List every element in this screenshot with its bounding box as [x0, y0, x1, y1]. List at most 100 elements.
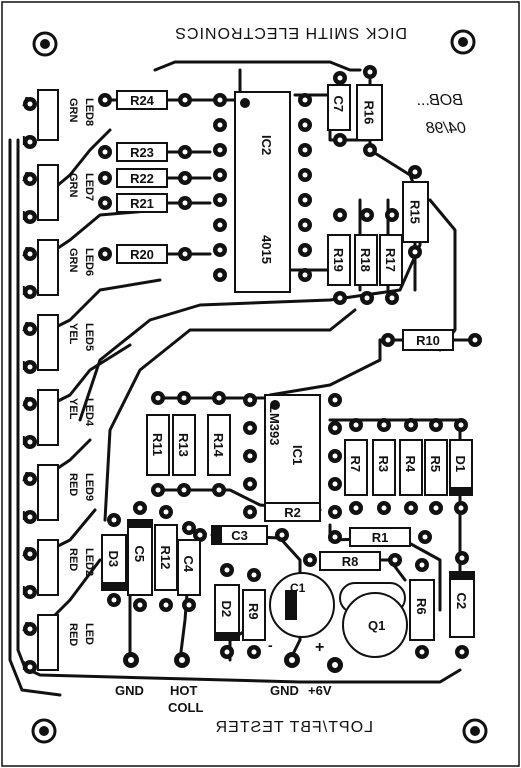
svg-text:R15: R15: [408, 200, 423, 224]
svg-text:C3: C3: [231, 528, 248, 543]
capacitor-c7: C7: [327, 84, 351, 131]
diode-d1: D1: [449, 439, 473, 496]
svg-text:D2: D2: [219, 601, 234, 618]
led-color-label: GRN: [67, 173, 79, 198]
capacitor-c5: C5: [127, 519, 153, 596]
led-footprint: [37, 614, 59, 671]
mirror-header: DICK SMITH ELECTRONICS: [174, 24, 407, 41]
svg-text:C4: C4: [181, 556, 196, 573]
diode-d3: D3: [101, 534, 127, 591]
svg-text:R4: R4: [403, 456, 418, 473]
led-name-label: LED9: [83, 473, 95, 501]
q1-transistor: Q1: [342, 592, 408, 658]
svg-text:C5: C5: [132, 546, 147, 563]
resistor-r23: R23: [116, 142, 168, 162]
resistor-r1: R1: [349, 527, 411, 547]
svg-text:R10: R10: [416, 333, 440, 348]
plus-sign: +: [315, 639, 324, 656]
svg-text:R3: R3: [376, 456, 391, 473]
resistor-r12: R12: [154, 524, 178, 591]
svg-text:R23: R23: [130, 145, 154, 160]
led-name-label: LED: [83, 623, 95, 645]
svg-text:R8: R8: [342, 554, 359, 569]
led-color-label: RED: [67, 623, 79, 646]
svg-text:R13: R13: [176, 433, 191, 457]
led-column: [37, 89, 59, 671]
ic1-lm393: LM393 IC1: [264, 394, 321, 506]
led-name-label: LED7: [83, 173, 95, 201]
svg-text:R9: R9: [246, 603, 261, 620]
led-name-label: LED8: [83, 98, 95, 126]
resistor-r17: R17: [379, 234, 403, 286]
svg-text:D3: D3: [106, 551, 121, 568]
svg-text:R2: R2: [284, 505, 301, 520]
led-name-label: LED4: [83, 398, 95, 427]
handwritten-note: BOB...: [416, 92, 463, 109]
mounting-hole: [462, 718, 488, 744]
resistor-r13: R13: [172, 414, 196, 476]
led-footprint: [37, 164, 59, 221]
resistor-r3: R3: [372, 439, 396, 496]
resistor-r5: R5: [424, 439, 448, 496]
resistor-r22: R22: [116, 168, 168, 188]
resistor-r21: R21: [116, 193, 168, 213]
led-color-label: GRN: [67, 98, 79, 123]
resistor-r18: R18: [354, 234, 378, 286]
led-name-label: LED6: [83, 248, 95, 276]
svg-text:C2: C2: [454, 593, 469, 610]
led-footprint: [37, 539, 59, 596]
capacitor-c3: C3: [211, 525, 268, 545]
gnd-label-2: GND: [270, 683, 299, 698]
svg-text:R11: R11: [150, 433, 165, 456]
resistor-r2: R2: [264, 502, 321, 522]
plus6v-label: +6V: [308, 683, 332, 698]
handwritten-date: 04/98: [426, 120, 466, 137]
resistor-r14: R14: [207, 414, 231, 476]
svg-text:R1: R1: [372, 530, 389, 545]
led-color-label: RED: [67, 473, 79, 496]
coll-label: COLL: [168, 700, 203, 715]
ic2-4015: IC2 4015: [234, 91, 291, 293]
svg-text:R21: R21: [130, 196, 154, 211]
svg-text:C7: C7: [331, 96, 346, 113]
led-color-label: YEL: [67, 398, 79, 420]
resistor-r24: R24: [116, 90, 168, 110]
led-footprint: [37, 89, 59, 141]
mirror-footer: LOPT/FBT TESTER: [215, 719, 373, 736]
mounting-hole: [31, 718, 57, 744]
resistor-r11: R11: [146, 414, 170, 476]
resistor-r9: R9: [242, 589, 266, 641]
svg-text:R14: R14: [211, 433, 226, 458]
gnd-label-1: GND: [115, 683, 144, 698]
svg-text:R12: R12: [158, 546, 173, 570]
svg-text:R20: R20: [130, 247, 154, 262]
capacitor-c4: C4: [177, 539, 201, 596]
svg-text:C1: C1: [290, 581, 306, 595]
resistor-r8: R8: [319, 551, 381, 571]
svg-text:IC2: IC2: [259, 135, 274, 155]
svg-text:R6: R6: [414, 598, 429, 615]
c1-capacitor: C1: [269, 572, 335, 638]
svg-text:R19: R19: [331, 248, 346, 272]
led-footprint: [37, 314, 59, 371]
svg-text:R5: R5: [428, 456, 443, 473]
svg-text:R16: R16: [362, 101, 377, 125]
diode-d2: D2: [214, 584, 240, 641]
mounting-hole: [450, 29, 476, 55]
capacitor-c2: C2: [449, 571, 475, 638]
led-name-label: LED2: [83, 548, 95, 576]
resistor-r19: R19: [327, 234, 351, 286]
svg-text:Q1: Q1: [368, 618, 385, 633]
resistor-r4: R4: [399, 439, 423, 496]
led-footprint: [37, 389, 59, 446]
svg-text:LM393: LM393: [267, 405, 282, 445]
svg-text:D1: D1: [453, 456, 468, 473]
resistor-r15: R15: [402, 181, 429, 243]
svg-text:R18: R18: [358, 248, 373, 272]
svg-text:4015: 4015: [259, 235, 274, 264]
led-name-label: LED5: [83, 323, 95, 351]
terminals: [123, 652, 343, 673]
hot-label: HOT: [170, 683, 198, 698]
